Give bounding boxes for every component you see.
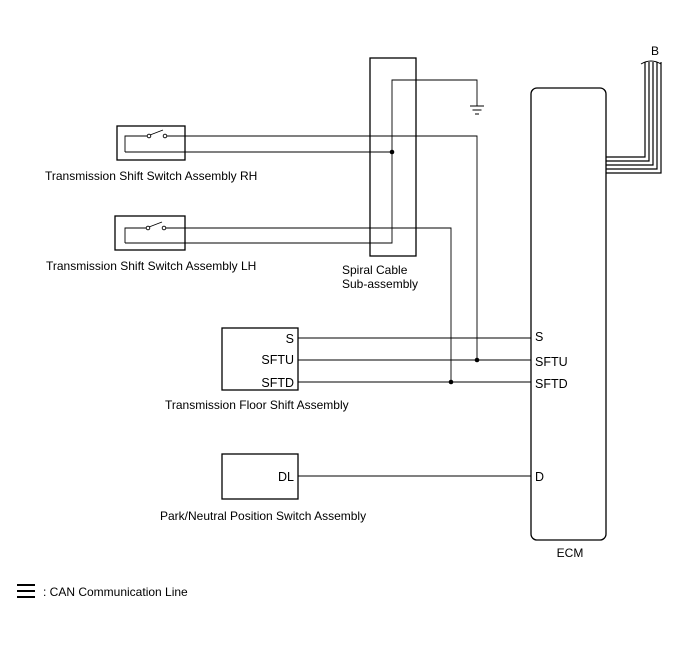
ecm-pin-sftd: SFTD: [535, 377, 568, 391]
floor-shift-label: Transmission Floor Shift Assembly: [165, 398, 349, 412]
ecm-label: ECM: [557, 546, 584, 560]
floor-shift-pin-sftd: SFTD: [261, 376, 294, 390]
wire-lh-common: [185, 150, 393, 244]
floor-shift-pin-sftu: SFTU: [261, 353, 294, 367]
park-neutral-label: Park/Neutral Position Switch Assembly: [160, 509, 366, 523]
floor-shift: S SFTU SFTD Transmission Floor Shift Ass…: [165, 327, 349, 412]
splice-point-sftd: [448, 379, 454, 385]
ecm: S SFTU SFTD D ECM: [530, 87, 607, 560]
park-neutral-switch: DL Park/Neutral Position Switch Assembly: [160, 453, 366, 523]
spiral-cable-label-line1: Spiral Cable: [342, 263, 408, 277]
legend-label: : CAN Communication Line: [43, 585, 188, 599]
shift-switch-rh-box: [116, 125, 186, 161]
spiral-cable: Spiral Cable Sub-assembly: [342, 57, 418, 291]
splice-point-sftu: [474, 357, 480, 363]
shift-switch-rh: Transmission Shift Switch Assembly RH: [45, 125, 257, 183]
spiral-cable-label-line2: Sub-assembly: [342, 277, 418, 291]
cable-break-icon: [640, 60, 662, 65]
shift-switch-rh-label: Transmission Shift Switch Assembly RH: [45, 169, 257, 183]
park-neutral-box: [221, 453, 299, 500]
shift-switch-lh-box: [114, 215, 186, 251]
splice-point-common: [389, 149, 395, 155]
wire-rh-sftu: [185, 135, 478, 360]
park-neutral-pin-dl: DL: [278, 470, 294, 484]
switch-lh-icon: [124, 221, 185, 244]
ecm-pin-sftu: SFTU: [535, 355, 568, 369]
shift-switch-lh: Transmission Shift Switch Assembly LH: [46, 215, 256, 273]
floor-shift-pin-s: S: [286, 332, 294, 346]
shift-switch-lh-label: Transmission Shift Switch Assembly LH: [46, 259, 256, 273]
wire-lh-sftd: [185, 227, 452, 382]
can-bus-lines: B: [606, 44, 662, 174]
wires: [185, 135, 531, 477]
connector-b-label: B: [651, 44, 659, 58]
legend: : CAN Communication Line: [17, 584, 188, 599]
switch-rh-icon: [124, 129, 185, 153]
ground-icon: [391, 79, 484, 150]
can-line-legend-icon: [17, 584, 35, 598]
spiral-cable-box: [369, 57, 417, 257]
ecm-pin-d: D: [535, 470, 544, 484]
ecm-box: [530, 87, 607, 541]
floor-shift-box: [221, 327, 299, 391]
ecm-pin-s: S: [535, 330, 543, 344]
